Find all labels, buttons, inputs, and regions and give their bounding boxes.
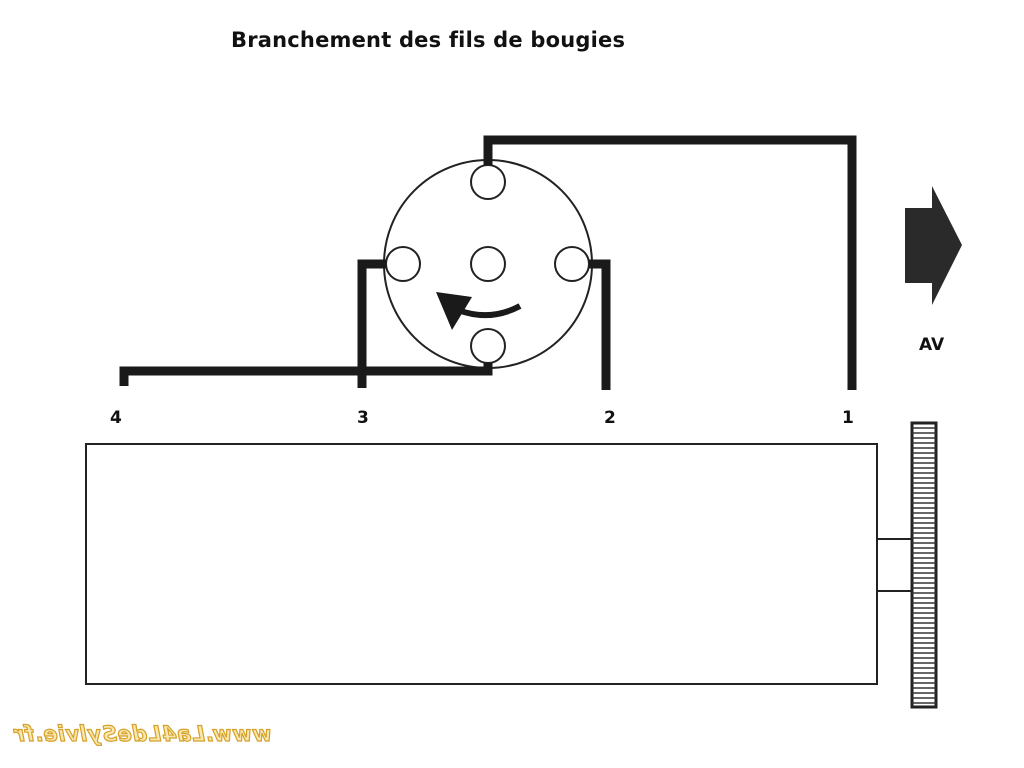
terminal-left	[385, 246, 421, 282]
cylinder-1-label: 1	[842, 408, 854, 428]
terminal-bottom	[470, 328, 506, 364]
cylinder-4-label: 4	[110, 408, 122, 428]
terminal-center	[470, 246, 506, 282]
counterclockwise-arrow-icon	[456, 303, 522, 319]
flywheel	[910, 421, 938, 709]
wire-cylinder-3	[357, 259, 386, 388]
terminal-right	[554, 246, 590, 282]
watermark: www.La4LdeSylvie.fr	[13, 721, 272, 746]
front-direction-label: AV	[919, 335, 945, 355]
cylinder-2-label: 2	[604, 408, 616, 428]
arrow-right-icon	[905, 186, 962, 305]
terminal-top	[470, 164, 506, 200]
engine-block	[85, 443, 878, 685]
cylinder-3-label: 3	[357, 408, 369, 428]
crankshaft	[876, 538, 913, 592]
diagram-title: Branchement des fils de bougies	[231, 28, 626, 52]
wire-cylinder-4	[119, 363, 493, 386]
ignition-wires	[119, 135, 857, 390]
wire-cylinder-2	[589, 259, 611, 390]
wire-cylinder-1	[483, 135, 857, 390]
